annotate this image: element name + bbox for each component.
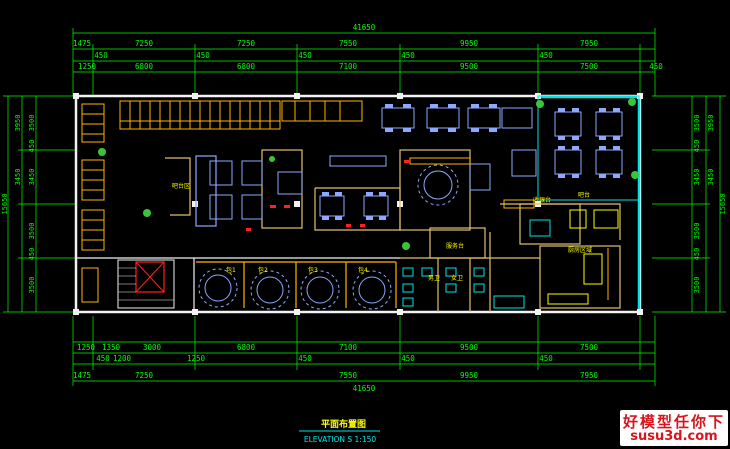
dim-right-6: 3500 [693, 223, 701, 240]
private-room-tables [198, 268, 392, 310]
label-bar-area: 吧台区 [172, 182, 190, 190]
dim-bot2-1: 450 [96, 354, 110, 363]
bottom-dimension-chain [72, 316, 656, 386]
service-counters [409, 157, 535, 209]
drawing-title: 平面布置图 [321, 418, 366, 430]
dim-bot-1: 1250 [77, 343, 96, 352]
label-cashier: 收银台 [533, 196, 551, 204]
dim-left-8: 3500 [28, 277, 36, 294]
bar-counter [165, 155, 217, 227]
dim-bot2-5: 450 [401, 354, 415, 363]
dim-left-4: 3450 [14, 169, 22, 186]
dim-bot2-3: 1250 [187, 354, 206, 363]
watermark-badge: 好模型任你下 susu3d.com [620, 410, 728, 446]
dim-left-2: 3500 [28, 115, 36, 132]
dim-top3-6: 7500 [580, 62, 599, 71]
door-markers [246, 160, 410, 231]
dim-right-4: 3450 [707, 169, 715, 186]
interior-walls [76, 149, 621, 312]
dim-bot-6: 9500 [460, 343, 479, 352]
booth-row-top [119, 100, 363, 130]
dim-top2-4: 450 [401, 51, 415, 60]
dim-top3-7: 450 [649, 62, 663, 71]
dim-left-3: 450 [28, 140, 36, 153]
dim-top2-1: 450 [94, 51, 108, 60]
kitchen-equipment [529, 209, 619, 305]
kitchen-zone [537, 95, 640, 201]
plants [98, 98, 639, 250]
table-chairs [322, 104, 620, 220]
dim-top3-4: 7100 [339, 62, 358, 71]
dim-left-1: 3950 [14, 115, 22, 132]
label-room-3: 包3 [308, 266, 318, 274]
dim-right-5: 3450 [693, 169, 701, 186]
stairwell [117, 259, 175, 309]
label-female-wc: 女卫 [451, 274, 463, 282]
dim-top-6: 7950 [580, 39, 599, 48]
dim-bot3-5: 7950 [580, 371, 599, 380]
dim-bot-7: 7500 [580, 343, 599, 352]
dim-top-3: 7250 [237, 39, 256, 48]
dim-bot-5: 7100 [339, 343, 358, 352]
label-service-desk: 服务台 [446, 242, 464, 250]
dim-overall-bottom: 41650 [353, 384, 376, 393]
dim-right-total: 15650 [719, 193, 727, 214]
label-kitchen: 厨房区域 [568, 246, 592, 254]
watermark-line2: susu3d.com [630, 429, 718, 444]
watermark-line1: 好模型任你下 [622, 413, 725, 431]
restroom-fixtures [402, 267, 525, 309]
dim-left-total: 15650 [1, 193, 9, 214]
dim-top-1: 1475 [73, 39, 91, 48]
label-room-2: 包2 [258, 266, 268, 274]
dim-right-8: 3500 [693, 277, 701, 294]
dim-top-5: 9950 [460, 39, 479, 48]
dim-left-7: 450 [28, 248, 36, 261]
dim-bot2-4: 450 [298, 354, 312, 363]
dim-right-7: 450 [693, 248, 701, 261]
long-table [329, 155, 387, 167]
booth-column-left [81, 103, 105, 303]
dim-right-1: 3950 [707, 115, 715, 132]
private-room-walls [196, 261, 397, 308]
label-male-wc: 男卫 [428, 275, 440, 282]
dim-left-6: 3500 [28, 223, 36, 240]
drawing-scale: ELEVATION S 1:150 [304, 435, 377, 444]
top-dimension-chain [72, 28, 656, 96]
dim-bot-3: 3000 [143, 343, 162, 352]
dim-top2-3: 450 [298, 51, 312, 60]
dim-top3-2: 6800 [135, 62, 154, 71]
dim-top2-5: 450 [539, 51, 553, 60]
left-dimension-chain [3, 95, 76, 313]
dim-overall-top: 41650 [353, 23, 376, 32]
square-tables [209, 107, 623, 220]
dim-bot3-3: 7550 [339, 371, 358, 380]
label-room-4: 包4 [358, 266, 368, 274]
dim-right-3: 450 [693, 140, 701, 153]
round-table-top [417, 164, 459, 206]
dim-bot2-2: 1200 [113, 354, 132, 363]
dim-top-4: 7550 [339, 39, 358, 48]
dim-bot-4: 6800 [237, 343, 256, 352]
dim-bot3-1: 1475 [73, 371, 91, 380]
dim-bot3-4: 9950 [460, 371, 479, 380]
dim-top-2: 7250 [135, 39, 154, 48]
dim-bot2-6: 450 [539, 354, 553, 363]
label-room-1: 包1 [226, 266, 236, 274]
dim-bot3-2: 7250 [135, 371, 154, 380]
dim-left-5: 3450 [28, 169, 36, 186]
label-bar: 吧台 [578, 191, 590, 199]
dim-right-2: 3500 [693, 115, 701, 132]
dim-bot-2: 1350 [102, 343, 121, 352]
dim-top3-3: 6800 [237, 62, 256, 71]
right-dimension-chain [652, 95, 726, 313]
dim-top3-5: 9500 [460, 62, 479, 71]
dim-top2-2: 450 [196, 51, 210, 60]
dim-top3-1: 1250 [78, 62, 97, 71]
